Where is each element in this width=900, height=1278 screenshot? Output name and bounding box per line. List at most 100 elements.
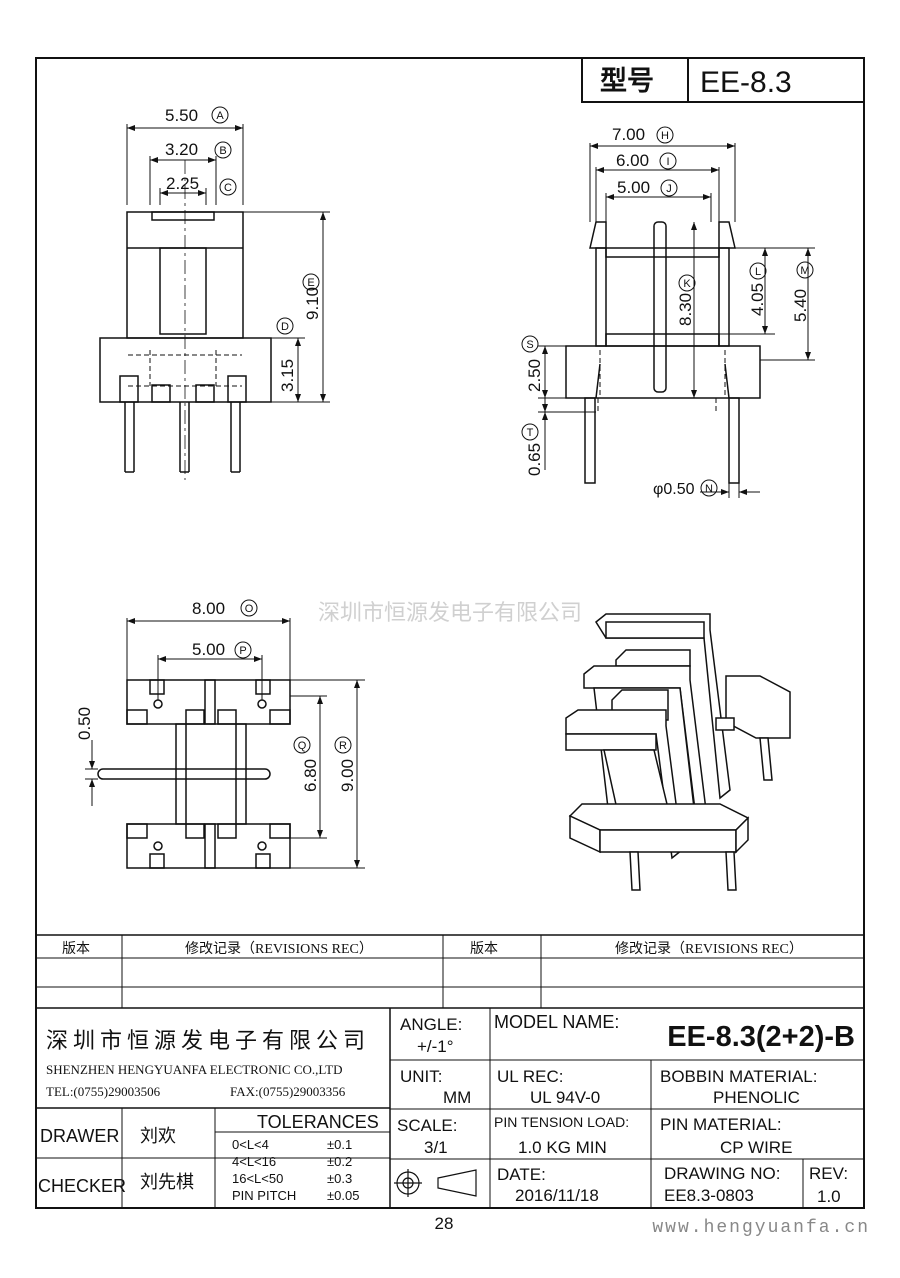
dim-m: 5.40 (791, 289, 810, 322)
unit-value: MM (443, 1088, 471, 1107)
title-block (36, 1008, 864, 1208)
website-link[interactable]: www.hengyuanfa.cn (652, 1218, 870, 1238)
tol-value-0: ±0.1 (327, 1137, 352, 1152)
checker-name: 刘先棋 (140, 1172, 194, 1192)
dim-d: 3.15 (278, 359, 297, 392)
company-fax: FAX:(0755)29003356 (230, 1084, 346, 1099)
mark-q-circle (293, 736, 311, 754)
tol-range-2: 16<L<50 (232, 1171, 283, 1186)
mark-r-circle (334, 736, 352, 754)
mark-l: L (755, 266, 761, 278)
mark-a: A (216, 110, 224, 122)
checker-label: CHECKER (38, 1176, 126, 1196)
type-label: 型号 (600, 66, 654, 96)
mark-k: K (683, 278, 691, 290)
mark-n-circle (700, 479, 718, 497)
model-name-value: EE-8.3(2+2)-B (667, 1021, 855, 1053)
revisions-table (36, 934, 864, 1009)
mark-q: Q (298, 740, 307, 752)
mark-h-circle (656, 126, 674, 144)
mark-s-circle (521, 335, 539, 353)
tol-value-3: ±0.05 (327, 1188, 359, 1203)
mark-l-circle (749, 262, 767, 280)
header-model-box: 型号 EE-8.3 (581, 57, 865, 103)
unit-label: UNIT: (400, 1067, 443, 1086)
company-name-cn: 深圳市恒源发电子有限公司 (46, 1028, 370, 1053)
mark-p: P (239, 645, 246, 657)
top-view-labels: 8.00 O 5.00 P Q 6.80 R 9.00 0.50 (75, 599, 357, 792)
dim-s: 2.50 (525, 359, 544, 392)
mark-i: I (666, 156, 669, 168)
rev-value: 1.0 (817, 1187, 841, 1206)
dim-n: φ0.50 (653, 481, 695, 498)
mark-b: B (219, 145, 226, 157)
dim-e: 9.10 (303, 287, 322, 320)
scale-label: SCALE: (397, 1116, 457, 1135)
mark-m: M (800, 265, 809, 277)
projection-symbol-icon (394, 1169, 477, 1197)
dim-b: 3.20 (165, 140, 198, 159)
dim-h: 7.00 (612, 125, 645, 144)
dim-r: 9.00 (338, 759, 357, 792)
scale-value: 3/1 (424, 1138, 448, 1157)
mark-p-circle (234, 641, 252, 659)
front-view (99, 124, 330, 480)
sheet-border (35, 57, 865, 1209)
header-model: EE-8.3 (700, 66, 792, 99)
mark-o: O (245, 603, 254, 615)
front-view-labels: 5.50 A 3.20 B 2.25 C 9.10 E 3.15 D (165, 106, 322, 392)
ul-label: UL REC: (497, 1067, 563, 1086)
dim-j: 5.00 (617, 178, 650, 197)
dim-c: 2.25 (166, 174, 199, 193)
dim-i: 6.00 (616, 151, 649, 170)
mark-e: E (307, 277, 314, 289)
mark-e-circle (302, 273, 320, 291)
drawer-label: DRAWER (40, 1126, 119, 1146)
side-view-labels: 7.00 H 6.00 I 5.00 J K 8.30 L 4.05 M 5.4… (521, 125, 814, 498)
pin-material-label: PIN MATERIAL: (660, 1115, 782, 1134)
top-view (85, 618, 365, 869)
mark-t-circle (521, 423, 539, 441)
company-name-en: SHENZHEN HENGYUANFA ELECTRONIC CO.,LTD (46, 1062, 342, 1077)
rev-version-label-2: 版本 (470, 941, 498, 957)
dim-a: 5.50 (165, 106, 198, 125)
mark-s: S (526, 339, 533, 351)
mark-i-circle (659, 152, 677, 170)
mark-j: J (666, 183, 672, 195)
mark-a-circle (211, 106, 229, 124)
dim-half: 0.50 (75, 707, 94, 740)
tol-range-1: 4<L<16 (232, 1154, 276, 1169)
drawing-no-label: DRAWING NO: (664, 1164, 780, 1183)
rev-label: REV: (809, 1164, 848, 1183)
dim-p: 5.00 (192, 640, 225, 659)
company-tel: TEL:(0755)29003506 (46, 1084, 161, 1099)
rev-rec-label-1: 修改记录（REVISIONS REC） (185, 941, 373, 957)
rev-rec-label-2: 修改记录（REVISIONS REC） (615, 941, 803, 957)
dim-l: 4.05 (748, 283, 767, 316)
drawer-name: 刘欢 (140, 1126, 176, 1146)
bobbin-label: BOBBIN MATERIAL: (660, 1067, 817, 1086)
dim-q: 6.80 (301, 759, 320, 792)
drawing-no-value: EE8.3-0803 (664, 1186, 754, 1205)
ul-value: UL 94V-0 (530, 1088, 600, 1107)
page-number: 28 (435, 1214, 454, 1233)
pin-material-value: CP WIRE (720, 1138, 792, 1157)
dim-k: 8.30 (676, 293, 695, 326)
mark-j-circle (660, 179, 678, 197)
mark-r: R (339, 740, 347, 752)
mark-m-circle (796, 261, 814, 279)
mark-d-circle (276, 317, 294, 335)
mark-c-circle (219, 178, 237, 196)
dim-t: 0.65 (525, 443, 544, 476)
mark-d: D (281, 321, 289, 333)
mark-n: N (705, 483, 713, 495)
dim-o: 8.00 (192, 599, 225, 618)
pin-tension-value: 1.0 KG MIN (518, 1138, 607, 1157)
mark-c: C (224, 182, 232, 194)
tol-range-0: 0<L<4 (232, 1137, 269, 1152)
mark-h: H (661, 130, 669, 142)
model-name-label: MODEL NAME: (494, 1012, 619, 1032)
pin-tension-label: PIN TENSION LOAD: (494, 1114, 629, 1130)
